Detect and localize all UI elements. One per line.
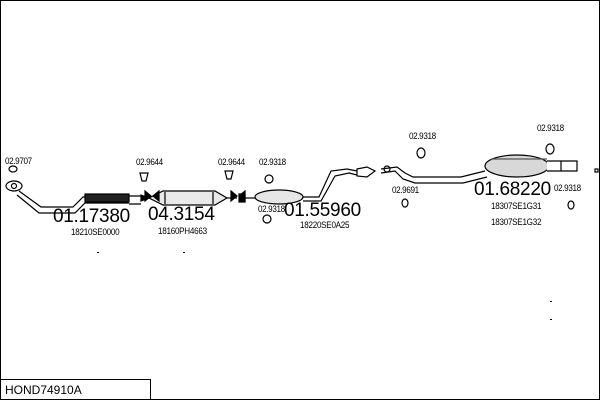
centre-silencer-part <box>238 166 377 205</box>
fitting-label: 02.9318 <box>554 183 581 193</box>
part-number: 01.68220 <box>474 179 551 200</box>
reference-number: 18220SE0A25 <box>300 220 350 230</box>
fitting-label: 02.9707 <box>5 156 32 166</box>
reference-number: 18307SE1G32 <box>491 217 542 227</box>
fitting-label: 02.9691 <box>392 185 419 195</box>
part-number: 01.17380 <box>53 206 130 227</box>
reference-number: 18210SE0000 <box>71 227 120 237</box>
fitting-label: 02.9644 <box>218 157 245 167</box>
model-code-box: HOND74910A <box>1 379 151 399</box>
mark <box>550 301 552 302</box>
fitting-label: 02.9318 <box>258 204 285 214</box>
part-number: 01.55960 <box>284 200 361 221</box>
rear-silencer-part <box>380 154 578 184</box>
fitting-label: 02.9318 <box>409 131 436 141</box>
fitting-label: 02.9318 <box>537 123 564 133</box>
fitting-label: 02.9644 <box>136 157 163 167</box>
fitting-shapes <box>8 143 599 224</box>
model-code: HOND74910A <box>5 383 82 397</box>
mark <box>550 319 552 320</box>
front-pipe-part <box>5 180 141 214</box>
mark <box>183 252 185 253</box>
catalytic-converter-part <box>140 190 237 206</box>
reference-number: 18160PH4663 <box>158 226 207 236</box>
fitting-label: 02.9318 <box>259 157 286 167</box>
reference-number: 18307SE1G31 <box>491 201 542 211</box>
mark <box>97 252 99 253</box>
part-number: 04.3154 <box>148 204 215 225</box>
